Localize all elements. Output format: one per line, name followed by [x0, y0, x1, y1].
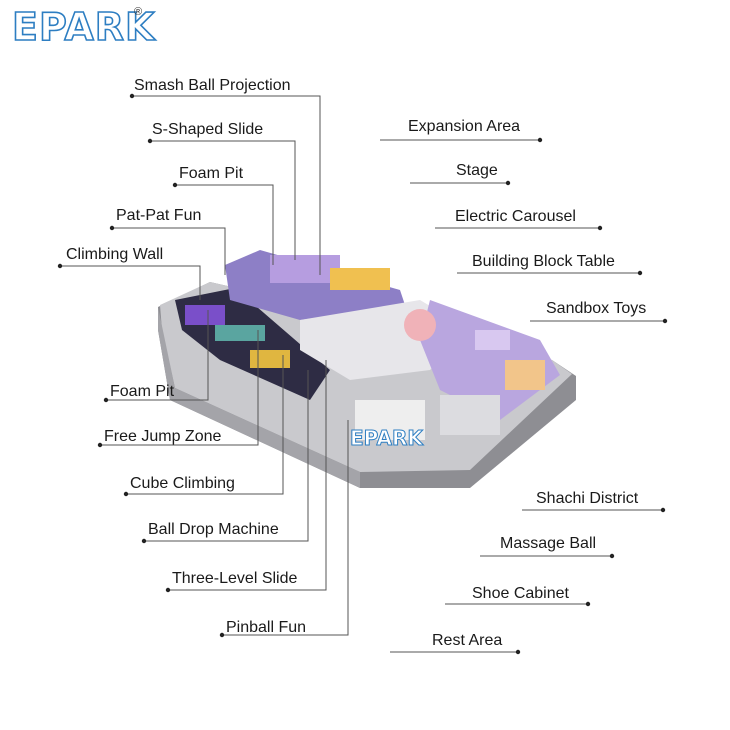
leader-three-level	[168, 360, 327, 591]
leader-cube	[126, 355, 284, 495]
leader-ball-drop	[144, 370, 309, 542]
dot	[109, 225, 115, 231]
dot	[97, 442, 103, 448]
jump-zone-block	[215, 325, 265, 341]
dot	[505, 180, 511, 186]
leader-foam-pit-top	[175, 184, 274, 265]
cube-block	[250, 350, 290, 368]
dot	[129, 93, 135, 99]
registered-mark: ®	[134, 6, 143, 18]
dot	[141, 538, 147, 544]
label-s-shaped-slide: S-Shaped Slide	[152, 121, 264, 138]
leader-climbing-wall	[60, 265, 201, 300]
label-cube-climbing: Cube Climbing	[130, 475, 235, 492]
left-wall	[158, 307, 360, 488]
dot	[219, 632, 225, 638]
dot	[597, 225, 603, 231]
label-shoe-cabinet: Shoe Cabinet	[472, 585, 569, 602]
label-foam-pit-top: Foam Pit	[179, 165, 244, 182]
leader-pat-pat	[112, 227, 226, 275]
dot	[147, 138, 153, 144]
label-rest-area: Rest Area	[432, 632, 503, 649]
dot	[609, 553, 615, 559]
label-massage-ball: Massage Ball	[500, 535, 597, 552]
shoe-cabinet-area	[440, 395, 500, 435]
dot	[660, 507, 666, 513]
foam-pit-block	[185, 305, 225, 325]
dot	[662, 318, 668, 324]
label-electric-carousel: Electric Carousel	[455, 208, 576, 225]
label-ball-drop-machine: Ball Drop Machine	[148, 521, 279, 538]
floor-watermark: EPARK	[350, 426, 424, 450]
label-pinball-fun: Pinball Fun	[226, 619, 307, 636]
park-floor-plan	[158, 250, 576, 488]
block-table	[475, 330, 510, 350]
dot	[172, 182, 178, 188]
dot	[165, 587, 171, 593]
label-foam-pit-bottom: Foam Pit	[110, 383, 175, 400]
dot	[123, 491, 129, 497]
leader-smash-ball	[132, 95, 321, 275]
dot	[103, 397, 109, 403]
leader-foam-pit-bottom	[106, 310, 209, 401]
sandbox	[505, 360, 545, 390]
label-building-block-table: Building Block Table	[472, 253, 615, 270]
carousel	[404, 309, 436, 341]
dot	[515, 649, 521, 655]
leader-pinball	[222, 420, 349, 636]
leader-lines	[60, 95, 665, 653]
rest-area-floor	[355, 400, 425, 440]
label-smash-ball-projection: Smash Ball Projection	[134, 77, 291, 94]
label-sandbox-toys: Sandbox Toys	[546, 300, 647, 317]
label-three-level-slide: Three-Level Slide	[172, 570, 298, 587]
leader-dots	[57, 93, 668, 655]
label-climbing-wall: Climbing Wall	[66, 246, 164, 263]
label-stage: Stage	[456, 162, 498, 179]
dot	[585, 601, 591, 607]
label-free-jump-zone: Free Jump Zone	[104, 428, 222, 445]
leader-s-shaped	[150, 140, 296, 260]
leader-free-jump	[100, 330, 259, 446]
brand-logo: EPARK	[11, 5, 156, 49]
dot	[537, 137, 543, 143]
slide-tower	[270, 255, 340, 283]
dot	[57, 263, 63, 269]
label-expansion-area: Expansion Area	[408, 118, 521, 135]
smash-area	[330, 268, 390, 290]
label-shachi-district: Shachi District	[536, 490, 639, 507]
label-pat-pat-fun: Pat-Pat Fun	[116, 207, 202, 224]
dot	[637, 270, 643, 276]
